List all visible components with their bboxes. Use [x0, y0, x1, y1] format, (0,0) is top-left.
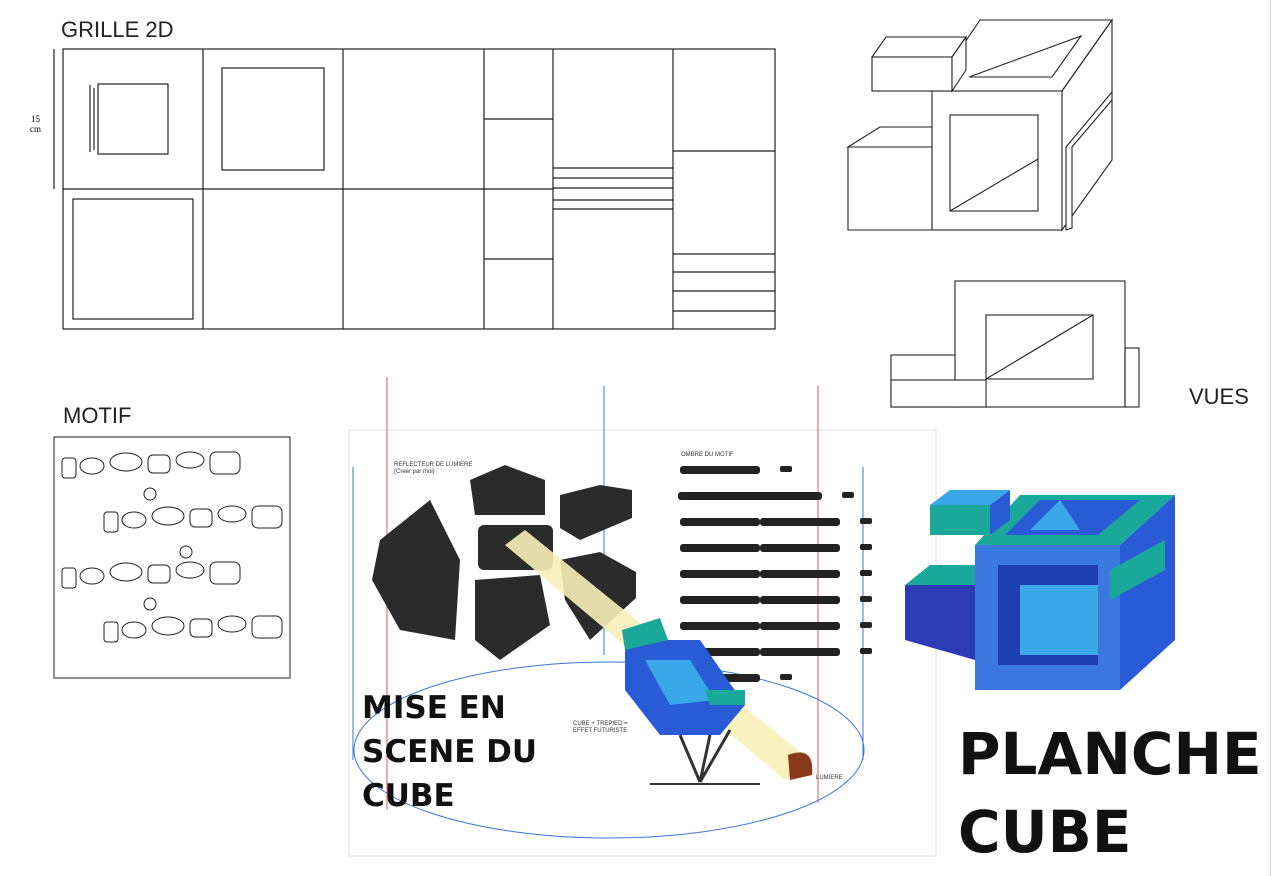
scene-title: MISE EN SCENE DU CUBE: [362, 686, 537, 818]
motif-box: [53, 436, 291, 679]
board-title: PLANCHE CUBE: [958, 715, 1262, 871]
scene-title-line: MISE EN: [362, 690, 506, 726]
reflector-label: REFLECTEUR DE LUMIERE (Creer par moi): [394, 462, 473, 475]
light-label: LUMIERE: [816, 775, 843, 781]
scene-title-line: CUBE: [362, 778, 455, 814]
dimension-unit: cm: [30, 124, 41, 134]
scene-panel: [348, 377, 937, 857]
isometric-cube-drawing: [846, 18, 1114, 232]
motif-title: MOTIF: [63, 403, 132, 428]
lamp: [788, 752, 813, 780]
grid-2d: [53, 48, 776, 330]
views-drawing: [890, 280, 1140, 408]
dimension-label: 15 cm: [30, 114, 41, 134]
tripod-cube: [622, 618, 760, 785]
light-reflector: [372, 465, 636, 660]
page-edge: [1270, 0, 1271, 876]
board-title-line: CUBE: [958, 798, 1132, 866]
board-title-line: PLANCHE: [958, 720, 1262, 788]
tripod-label: CUBE + TREPIED = EFFET FUTURISTE: [573, 721, 628, 734]
views-title: VUES: [1189, 384, 1249, 409]
colored-cube: [905, 490, 1175, 690]
shadow-label: OMBRE DU MOTIF: [681, 452, 734, 458]
dimension-value: 15: [31, 114, 40, 124]
shadow-pattern: [678, 466, 872, 682]
scene-title-line: SCENE DU: [362, 734, 538, 770]
grid-title: GRILLE 2D: [61, 17, 174, 42]
